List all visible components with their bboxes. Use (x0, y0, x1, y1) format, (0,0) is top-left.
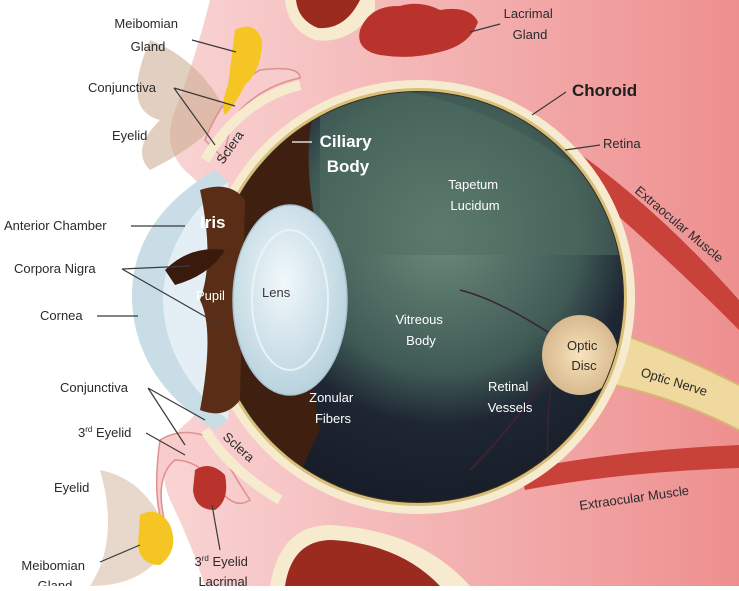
label-ciliary-body: Ciliary Body (320, 132, 377, 176)
label-lens: Lens (262, 285, 291, 300)
optic-disc-shape (542, 315, 618, 395)
lens-shape (232, 204, 348, 396)
leader-meibomian-bottom (99, 544, 141, 563)
label-third-eyelid-lacrimal: 3rd Eyelid Lacrimal (194, 554, 251, 586)
label-third-eyelid: 3rd Eyelid (78, 425, 131, 440)
tapetum-area (320, 92, 620, 255)
label-retina: Retina (603, 136, 641, 151)
retinal-vessel-2 (459, 289, 561, 341)
label-choroid: Choroid (572, 81, 637, 100)
third-eyelid-lacrimal-shape (193, 466, 227, 510)
label-eyelid-top: Eyelid (112, 128, 147, 143)
label-anterior-chamber: Anterior Chamber (4, 218, 107, 233)
top-bone-marrow (296, 0, 360, 29)
lens-inner-ring (251, 229, 329, 371)
label-cornea: Cornea (40, 308, 83, 323)
label-tapetum-lucidum: Tapetum Lucidum (448, 177, 502, 213)
meibomian-gland-bottom-shape (138, 511, 174, 565)
leader-corpora-nigra (121, 265, 221, 326)
label-corpora-nigra: Corpora Nigra (14, 261, 96, 276)
bottom-bone-marrow (285, 540, 440, 586)
cornea-shape (131, 170, 228, 430)
extraocular-muscle-bottom-shape (520, 445, 739, 490)
label-vitreous-body: Vitreous Body (395, 312, 446, 348)
leader-retina (564, 144, 601, 151)
leader-third-eyelid (145, 432, 186, 456)
leader-choroid (531, 91, 567, 116)
corpora-nigra-shape (165, 249, 225, 285)
leader-lacrimal (469, 23, 501, 33)
label-retinal-vessels: Retinal Vessels (488, 379, 533, 415)
label-conjunctiva-top: Conjunctiva (88, 80, 157, 95)
leader-conjunctiva-top (173, 87, 236, 146)
label-pupil: Pupil (196, 288, 225, 303)
leader-conjunctiva-bottom (147, 387, 206, 446)
meibomian-gland-top-shape (223, 26, 262, 116)
leader-meibomian-top (191, 39, 237, 53)
leader-third-eyelid-lacrimal (211, 504, 221, 551)
label-lacrimal-gland: Lacrimal Gland (504, 6, 557, 42)
upper-sclera-edge (200, 80, 302, 163)
iris-shape (200, 186, 245, 414)
label-meibomian-gland-top: Meibomian Gland (114, 16, 181, 54)
lacrimal-gland-shape (359, 3, 478, 57)
label-eyelid-bottom: Eyelid (54, 480, 89, 495)
label-iris: Iris (200, 213, 226, 232)
label-zonular-fibers: Zonular Fibers (309, 390, 357, 426)
lower-sclera-edge (200, 427, 283, 505)
label-optic-disc: Optic Disc (567, 338, 601, 373)
upper-eyelid-fur (137, 40, 225, 170)
label-conjunctiva-bottom: Conjunctiva (60, 380, 129, 395)
